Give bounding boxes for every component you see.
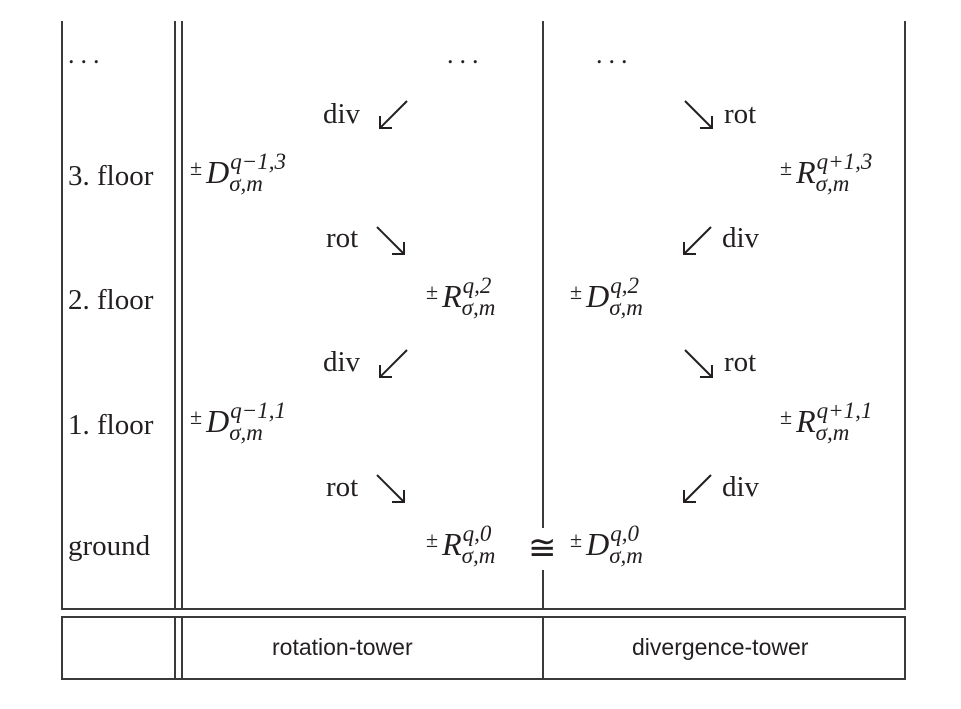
rotation-rot-label-2: rot bbox=[326, 222, 359, 254]
left-border bbox=[61, 21, 63, 610]
double-divider-right bbox=[181, 21, 183, 610]
term-subscript: σ,m bbox=[815, 420, 850, 445]
plus-minus-sign: ± bbox=[780, 155, 793, 180]
footer-tower-divider bbox=[542, 616, 544, 680]
plus-minus-sign: ± bbox=[190, 155, 203, 180]
footer-box-top bbox=[61, 616, 906, 618]
rotation-rot-label-0: rot bbox=[326, 471, 359, 503]
term-subscript: σ,m bbox=[609, 295, 643, 320]
arrow-southeast-icon bbox=[374, 224, 408, 258]
footer-double-left bbox=[174, 616, 176, 680]
plus-minus-sign: ± bbox=[426, 279, 439, 304]
tower-divider-lower bbox=[542, 567, 544, 610]
arrow-southeast-icon bbox=[682, 98, 716, 132]
term-subscript: σ,m bbox=[461, 295, 496, 320]
divergence-rot-label-3: rot bbox=[724, 98, 757, 130]
floor-label-ground: ground bbox=[68, 530, 151, 562]
divergence-rot-label-1: rot bbox=[724, 346, 757, 378]
term-superscript: q−1,1 bbox=[230, 398, 286, 423]
isomorphism-symbol: ≅ bbox=[528, 528, 557, 570]
term-superscript: q−1,3 bbox=[230, 149, 286, 174]
term-symbol: R bbox=[796, 154, 816, 190]
footer-double-right bbox=[181, 616, 183, 680]
term-symbol: R bbox=[442, 526, 462, 562]
footer-left-border bbox=[61, 616, 63, 680]
main-box-bottom bbox=[61, 608, 906, 610]
plus-minus-sign: ± bbox=[190, 404, 203, 429]
term-superscript: q+1,1 bbox=[816, 398, 873, 423]
floor-label-1: 1. floor bbox=[68, 409, 154, 441]
rotation-tower-ellipsis: ... bbox=[447, 40, 485, 69]
term-subscript: σ,m bbox=[229, 420, 263, 445]
term-symbol: R bbox=[796, 403, 816, 439]
term-subscript: σ,m bbox=[815, 171, 850, 196]
term-symbol: D bbox=[206, 403, 230, 439]
term-superscript: q,0 bbox=[610, 521, 639, 546]
term-subscript: σ,m bbox=[229, 171, 263, 196]
term-superscript: q,2 bbox=[462, 273, 492, 298]
footer-right-border bbox=[904, 616, 906, 680]
term-superscript: q,0 bbox=[462, 521, 492, 546]
arrow-southwest-icon bbox=[680, 224, 714, 258]
arrow-southeast-icon bbox=[682, 347, 716, 381]
tower-divider-upper bbox=[542, 21, 544, 533]
rotation-tower-label: rotation-tower bbox=[272, 634, 413, 660]
term-symbol: D bbox=[586, 278, 610, 314]
plus-minus-sign: ± bbox=[570, 279, 583, 304]
floor-label-2: 2. floor bbox=[68, 284, 154, 316]
term-subscript: σ,m bbox=[461, 543, 496, 568]
rotation-div-label-3: div bbox=[323, 98, 361, 130]
term-superscript: q,2 bbox=[610, 273, 639, 298]
divergence-div-label-0: div bbox=[722, 471, 760, 503]
arrow-southwest-icon bbox=[680, 472, 714, 506]
plus-minus-sign: ± bbox=[780, 404, 793, 429]
footer-box-bottom bbox=[61, 678, 906, 680]
plus-minus-sign: ± bbox=[570, 527, 583, 552]
floor-label-top-ellipsis: ... bbox=[68, 40, 106, 69]
term-subscript: σ,m bbox=[609, 543, 643, 568]
double-divider-left bbox=[174, 21, 176, 610]
floor-label-3: 3. floor bbox=[68, 160, 154, 192]
term-symbol: D bbox=[206, 154, 230, 190]
term-symbol: R bbox=[442, 278, 462, 314]
rotation-div-label-1: div bbox=[323, 346, 361, 378]
term-superscript: q+1,3 bbox=[816, 149, 873, 174]
divergence-tower-label: divergence-tower bbox=[632, 634, 809, 660]
plus-minus-sign: ± bbox=[426, 527, 439, 552]
divergence-div-label-2: div bbox=[722, 222, 760, 254]
term-symbol: D bbox=[586, 526, 610, 562]
arrow-southwest-icon bbox=[376, 347, 410, 381]
right-border bbox=[904, 21, 906, 610]
divergence-tower-ellipsis: ... bbox=[596, 40, 634, 69]
arrow-southwest-icon bbox=[376, 98, 410, 132]
arrow-southeast-icon bbox=[374, 472, 408, 506]
